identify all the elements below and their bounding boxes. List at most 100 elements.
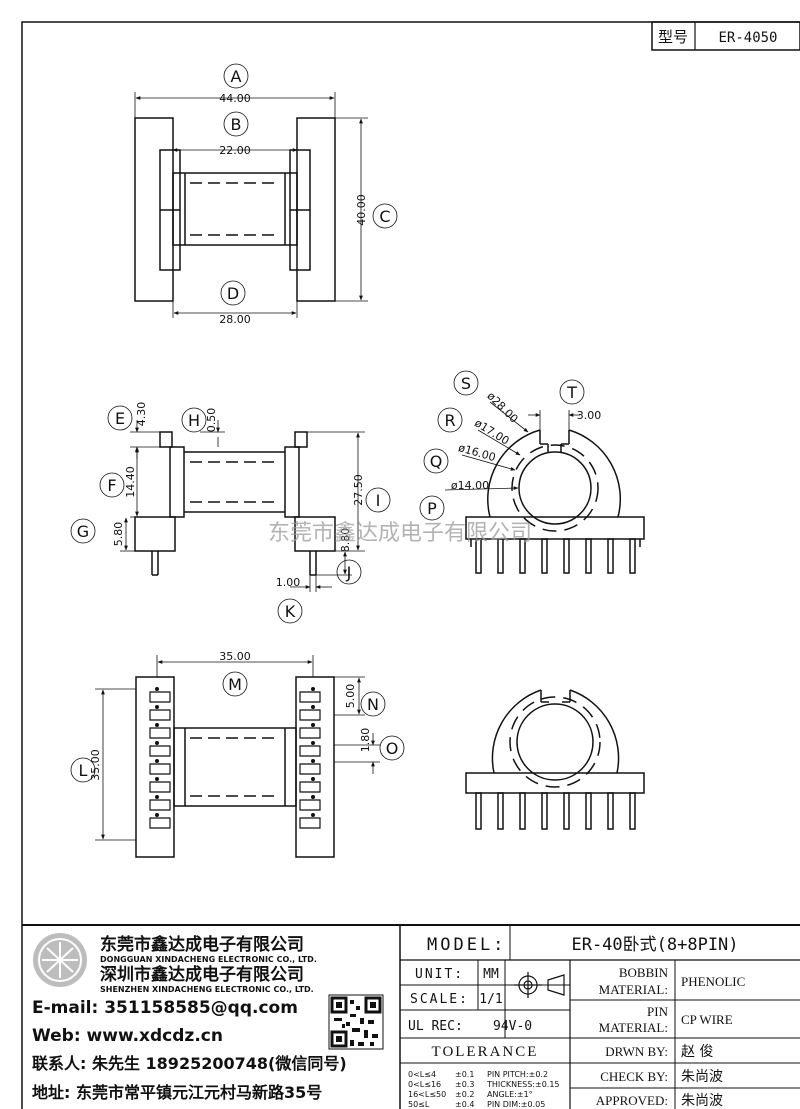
check-label: CHECK BY: xyxy=(600,1069,668,1084)
letter-c: C xyxy=(379,207,390,226)
company2-name-en: SHENZHEN XINDACHENG ELECTRONIC CO., LTD. xyxy=(100,985,314,994)
tol-item-2: ANGLE:±1° xyxy=(487,1090,533,1099)
dim-b: 22.00 xyxy=(219,144,251,157)
letter-k: K xyxy=(285,602,296,621)
bottom-view xyxy=(135,676,335,858)
letter-d: D xyxy=(227,284,239,303)
side-view xyxy=(134,431,336,576)
check-value: 朱尚波 xyxy=(681,1069,723,1085)
dim-q: ø16.00 xyxy=(457,441,497,464)
bottom-view-pin-slots xyxy=(149,691,321,829)
tol-value-3: ±0.4 xyxy=(455,1100,474,1109)
letter-t: T xyxy=(566,383,577,402)
dim-t: 3.00 xyxy=(577,409,602,422)
bottom-view-dimensions xyxy=(70,655,405,841)
end-view-pins xyxy=(475,538,636,574)
dim-i: 27.50 xyxy=(352,474,365,506)
title-block-lines xyxy=(22,924,800,1109)
tolerance-table: 0<L≤4 ±0.1 PIN PITCH:±0.2 0<L≤16 ±0.3 TH… xyxy=(408,1070,560,1109)
dim-k: 1.00 xyxy=(276,576,301,589)
drwn-value: 赵 俊 xyxy=(681,1044,713,1060)
type-box: 型号 ER-4050 xyxy=(651,21,800,51)
tol-range-3: 50≤L xyxy=(408,1100,430,1109)
company-name-cn: 东莞市鑫达成电子有限公司 xyxy=(100,934,304,955)
dim-c: 40.00 xyxy=(355,194,368,226)
drawing-border xyxy=(21,21,800,1109)
qr-code xyxy=(328,994,384,1050)
tol-item-0: PIN PITCH:±0.2 xyxy=(487,1070,548,1079)
approved-value: 朱尚波 xyxy=(681,1093,723,1109)
company-email: E-mail: 351158585@qq.com xyxy=(32,998,298,1018)
letter-r: R xyxy=(444,411,455,430)
letter-b: B xyxy=(231,115,242,134)
letter-m: M xyxy=(228,675,242,694)
letter-e: E xyxy=(115,409,125,428)
tol-range-0: 0<L≤4 xyxy=(408,1070,436,1079)
model-value: ER-40卧式(8+8PIN) xyxy=(571,935,738,955)
company-address: 地址: 东莞市常平镇元江元村马新路35号 xyxy=(32,1083,322,1102)
approved-label: APPROVED: xyxy=(596,1093,668,1108)
dim-d: 28.00 xyxy=(219,313,251,326)
tol-item-3: PIN DIM:±0.05 xyxy=(487,1100,545,1109)
company-web: Web: www.xdcdz.cn xyxy=(32,1026,223,1046)
ulrec-label: UL REC: xyxy=(408,1019,463,1034)
model-label: MODEL: xyxy=(427,935,506,955)
end-view-lower xyxy=(465,689,645,830)
letter-n: N xyxy=(367,695,379,714)
unit-value: MM xyxy=(483,967,499,982)
dim-s: ø28.00 xyxy=(484,389,520,425)
tol-range-1: 0<L≤16 xyxy=(408,1080,441,1089)
tol-item-1: THICKNESS:±0.15 xyxy=(486,1080,560,1089)
company2-name-cn: 深圳市鑫达成电子有限公司 xyxy=(100,964,304,985)
letter-a: A xyxy=(231,67,242,86)
dim-n: 5.00 xyxy=(344,684,357,709)
tolerance-label: TOLERANCE xyxy=(432,1044,539,1060)
tol-value-2: ±0.2 xyxy=(455,1090,474,1099)
end-view-lower-pins xyxy=(475,792,636,830)
letter-q: Q xyxy=(430,452,443,471)
bobbin-label-2: MATERIAL: xyxy=(599,982,668,997)
dim-l: 35.00 xyxy=(89,749,102,781)
company-logo xyxy=(33,933,87,987)
letter-h: H xyxy=(188,411,200,430)
drwn-label: DRWN BY: xyxy=(605,1044,668,1059)
bobbin-value: PHENOLIC xyxy=(681,974,745,989)
end-view xyxy=(465,429,645,574)
pin-label-1: PIN xyxy=(647,1004,669,1019)
bobbin-label-1: BOBBIN xyxy=(619,965,669,980)
dim-e: 4.30 xyxy=(135,402,148,427)
side-view-dimensions xyxy=(70,405,391,624)
ulrec-value: 94V-0 xyxy=(493,1019,532,1034)
letter-g: G xyxy=(77,522,89,541)
letter-f: F xyxy=(107,476,116,495)
top-view-dimensions xyxy=(134,63,398,318)
dim-m: 35.00 xyxy=(219,650,251,663)
watermark: 东莞市鑫达成电子有限公司 xyxy=(268,521,532,546)
tol-value-0: ±0.1 xyxy=(455,1070,474,1079)
unit-label: UNIT: xyxy=(415,967,464,982)
dim-f: 14.40 xyxy=(124,466,137,498)
company-contact: 联系人: 朱先生 18925200748(微信同号) xyxy=(32,1054,347,1073)
bottom-view-pin-holes xyxy=(155,687,315,817)
pin-value: CP WIRE xyxy=(681,1012,733,1027)
letter-i: I xyxy=(376,491,381,510)
dim-g: 5.80 xyxy=(112,522,125,547)
projection-symbol-icon xyxy=(514,972,565,998)
type-value: ER-4050 xyxy=(718,30,777,46)
tol-value-1: ±0.3 xyxy=(455,1080,474,1089)
dim-o: 1.80 xyxy=(359,728,372,753)
dim-a: 44.00 xyxy=(219,92,251,105)
letter-o: O xyxy=(386,739,399,758)
letter-s: S xyxy=(461,374,471,393)
tol-range-2: 16<L≤50 xyxy=(408,1090,446,1099)
company-name-en: DONGGUAN XINDACHENG ELECTRONIC CO., LTD. xyxy=(100,955,317,964)
pin-label-2: MATERIAL: xyxy=(599,1020,668,1035)
dim-j: 8.80 xyxy=(339,528,352,553)
scale-label: SCALE: xyxy=(410,992,469,1007)
letter-p: P xyxy=(427,499,437,518)
dim-p: ø14.00 xyxy=(451,479,489,492)
scale-value: 1/1 xyxy=(479,992,502,1007)
dim-h: 0.50 xyxy=(205,408,218,433)
dim-r: ø17.00 xyxy=(472,416,511,447)
